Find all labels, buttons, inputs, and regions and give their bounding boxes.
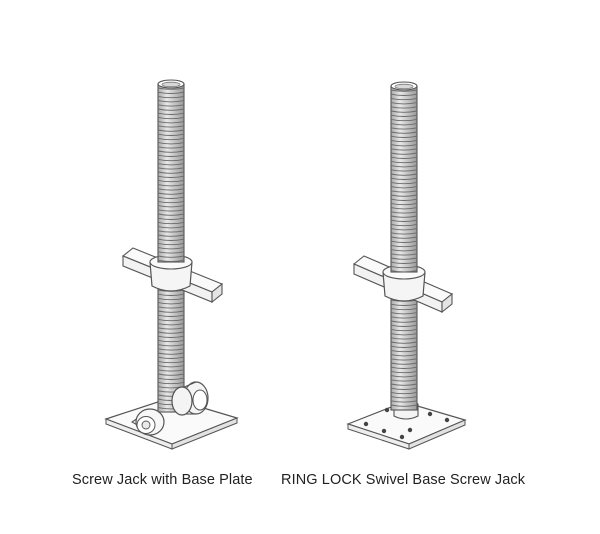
screw-jack-base-plate-icon <box>104 79 239 450</box>
caster-wheel-front <box>130 408 165 436</box>
swivel-base-screw-jack-icon <box>346 81 467 450</box>
caption-swivel-base-screw-jack: RING LOCK Swivel Base Screw Jack <box>281 472 526 488</box>
caster-wheel <box>171 381 209 416</box>
threaded-rod <box>390 291 418 411</box>
threaded-rod <box>390 81 418 273</box>
threaded-rod <box>157 79 185 263</box>
caption-screw-jack-base-plate: Screw Jack with Base Plate <box>72 472 253 488</box>
